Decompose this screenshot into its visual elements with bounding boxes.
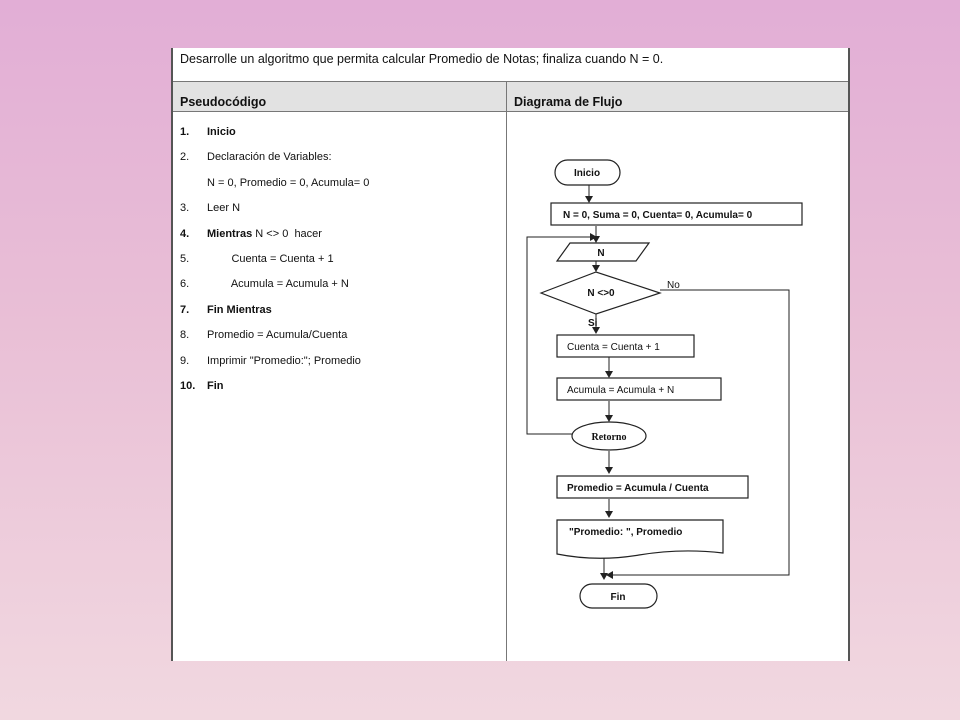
step1-box — [556, 334, 695, 358]
start-terminal — [554, 159, 621, 186]
line-text: Imprimir "Promedio:"; Promedio — [207, 355, 361, 367]
line-segment: Cuenta = Cuenta + 1 — [207, 253, 334, 265]
output-document — [556, 519, 724, 559]
column-divider — [506, 82, 507, 661]
line-text: Promedio = Acumula/Cuenta — [207, 329, 347, 341]
decision-diamond — [539, 271, 662, 315]
line-segment: Declaración de Variables: — [207, 151, 332, 164]
line-segment: Promedio = Acumula/Cuenta — [207, 329, 348, 342]
line-number: 3. — [180, 202, 190, 215]
input-label: N — [597, 248, 604, 259]
line-text: Declaración de Variables: — [207, 151, 332, 163]
output-label: "Promedio: ", Promedio — [569, 527, 682, 538]
header-row: Pseudocódigo Diagrama de Flujo — [173, 82, 848, 112]
slide: Desarrolle un algoritmo que permita calc… — [171, 48, 850, 661]
end-terminal — [579, 583, 658, 609]
line-number: 8. — [180, 329, 190, 342]
line-segment: Mientras — [207, 227, 253, 240]
loop-label: Retorno — [592, 432, 627, 443]
title-row: Desarrolle un algoritmo que permita calc… — [173, 48, 848, 82]
line-text: Leer N — [207, 202, 240, 214]
line-number: 7. — [180, 303, 190, 316]
average-label: Promedio = Acumula / Cuenta — [567, 483, 709, 494]
line-number: 1. — [180, 126, 190, 138]
init-label: N = 0, Suma = 0, Cuenta= 0, Acumula= 0 — [563, 210, 753, 221]
average-box — [556, 475, 749, 499]
line-segment: Fin — [207, 380, 224, 392]
pseudocode-header: Pseudocódigo — [180, 95, 267, 109]
line-text: Inicio — [207, 126, 236, 138]
line-text: Fin Mientras — [207, 304, 272, 316]
init-box — [550, 202, 803, 226]
yes-label: Si — [588, 318, 598, 329]
loop-oval — [571, 421, 647, 451]
step1-label: Cuenta = Cuenta + 1 — [567, 342, 660, 353]
start-label: Inicio — [574, 168, 600, 179]
no-label: No — [667, 280, 680, 291]
line-segment: Acumula = Acumula + N — [207, 278, 349, 291]
line-segment: Inicio — [207, 126, 236, 138]
line-segment: N = 0, Promedio = 0, Acumula= 0 — [207, 176, 370, 189]
input-parallelogram — [555, 242, 651, 262]
line-number: 4. — [180, 227, 190, 240]
line-segment: N <> 0 hacer — [252, 227, 322, 240]
step2-label: Acumula = Acumula + N — [567, 385, 674, 396]
line-number: 9. — [180, 354, 190, 367]
decision-label: N <>0 — [587, 288, 615, 299]
step2-box — [556, 377, 722, 401]
no-branch-line — [606, 289, 790, 579]
line-text: Mientras N <> 0 hacer — [207, 228, 322, 240]
problem-statement: Desarrolle un algoritmo que permita calc… — [180, 52, 664, 66]
line-number: 2. — [180, 151, 190, 164]
line-number: 10. — [180, 380, 196, 392]
line-text: Acumula = Acumula + N — [207, 278, 349, 290]
loop-back-line — [526, 233, 597, 435]
flowchart: Inicio N = 0, Suma = 0, Cuenta= 0, Acumu… — [526, 159, 803, 609]
line-segment: Leer N — [207, 202, 241, 215]
line-number: 5. — [180, 253, 190, 265]
end-label: Fin — [611, 592, 626, 603]
line-segment: Imprimir "Promedio:"; Promedio — [207, 354, 361, 367]
line-text: N = 0, Promedio = 0, Acumula= 0 — [207, 177, 369, 189]
line-text: Cuenta = Cuenta + 1 — [207, 253, 334, 265]
line-text: Fin — [207, 380, 224, 392]
line-number: 6. — [180, 278, 190, 291]
line-segment: Fin Mientras — [207, 303, 272, 316]
flowchart-header: Diagrama de Flujo — [514, 95, 623, 109]
